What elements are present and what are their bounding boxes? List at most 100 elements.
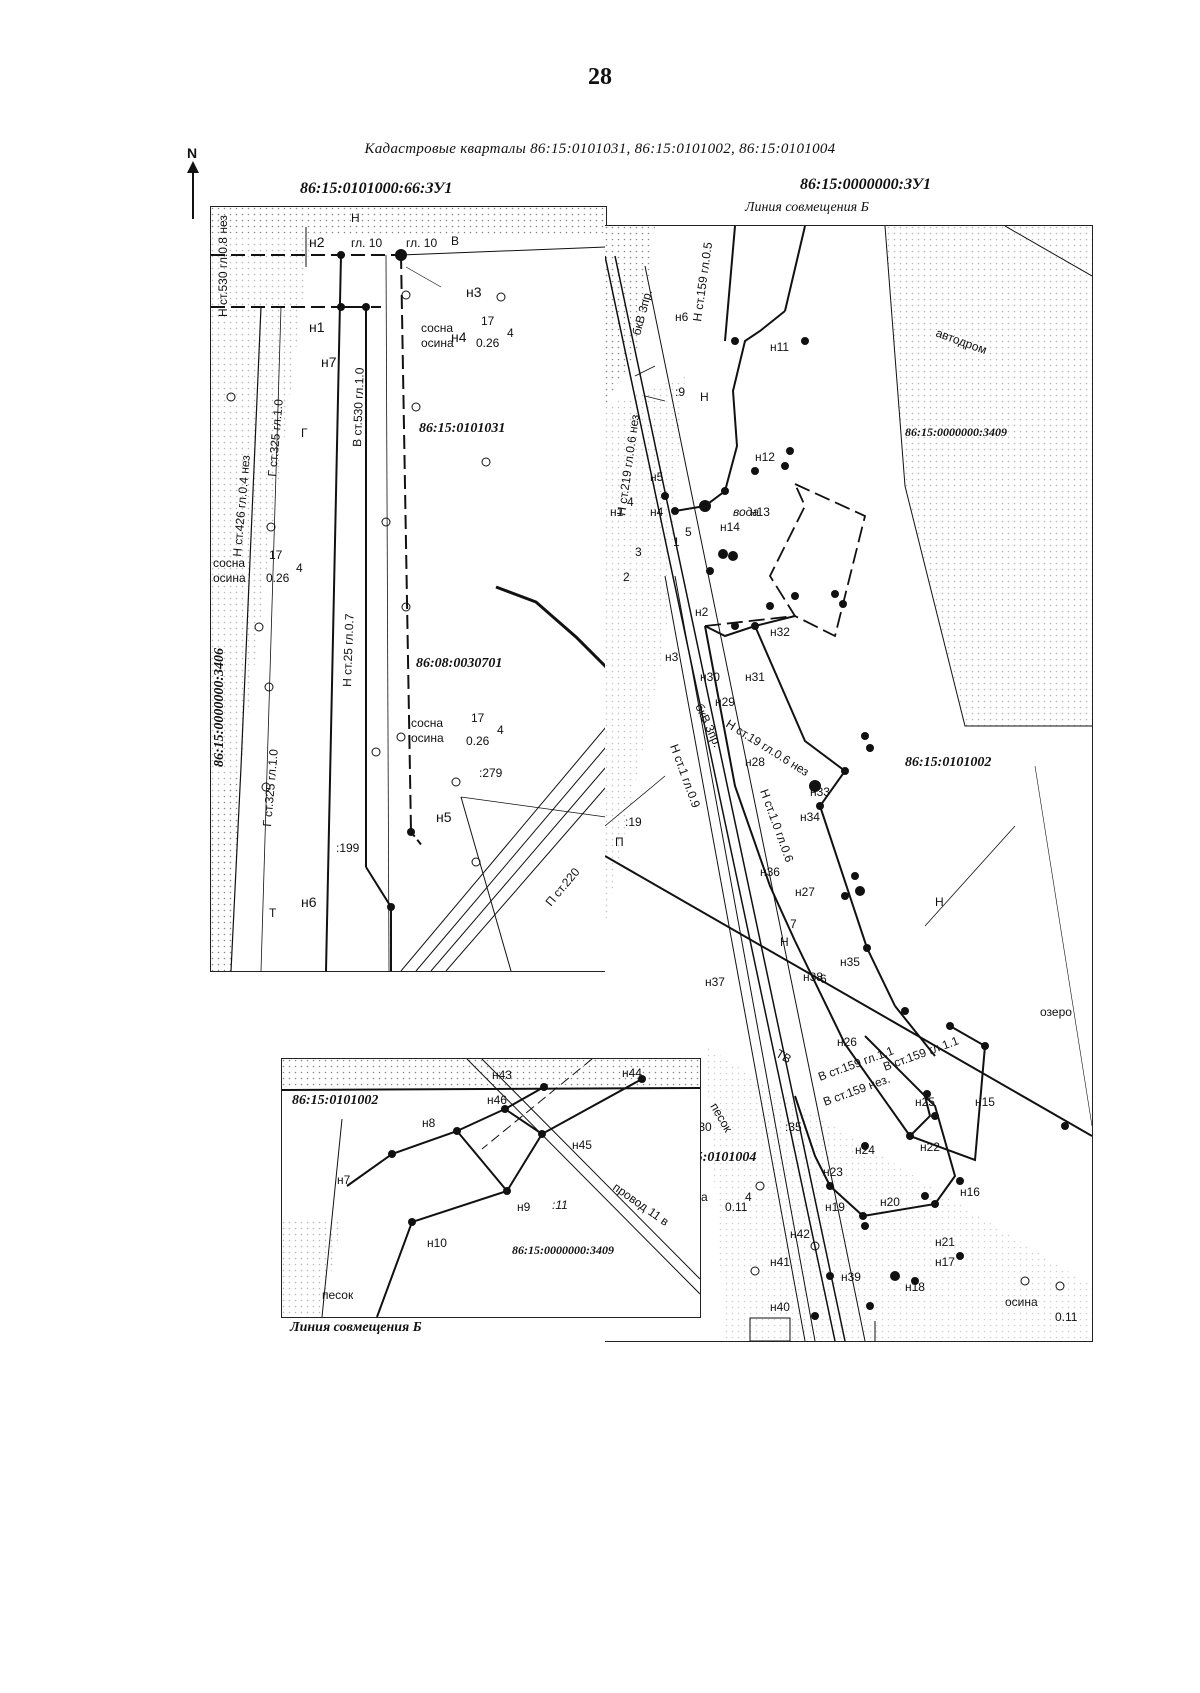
edge-label: Н ст.1.0 гл.0.6 xyxy=(757,787,796,864)
point-label: н3 xyxy=(665,650,679,664)
point-label: н27 xyxy=(795,885,815,899)
point-label: н18 xyxy=(905,1280,925,1294)
panel-right-title: 86:15:0000000:ЗУ1 xyxy=(800,176,932,193)
panel-left-map: 86:15:0101031 86:08:0030701 86:15:000000… xyxy=(211,207,606,971)
point-label: н1 xyxy=(309,319,325,335)
edge-label: ТВ xyxy=(774,1046,794,1066)
shaded-zone xyxy=(282,1059,700,1089)
node-number: 2 xyxy=(623,570,630,584)
edge-label: Г xyxy=(301,426,308,440)
point-label: н29 xyxy=(715,695,735,709)
edge-label: Т xyxy=(269,906,277,920)
tree-note: сосна xyxy=(421,321,453,335)
point-label: н46 xyxy=(487,1093,507,1107)
point-label: н23 xyxy=(823,1165,843,1179)
point-label: н5 xyxy=(650,470,664,484)
edge-label: :35 xyxy=(785,1120,802,1134)
tree-note: 4 xyxy=(745,1190,752,1204)
panel-inset: 86:15:0101002 86:15:0000000:3409 н7 н8 н… xyxy=(281,1058,701,1318)
panel-inset-map: 86:15:0101002 86:15:0000000:3409 н7 н8 н… xyxy=(282,1059,700,1317)
tree-note: осина xyxy=(421,336,454,350)
edge-label: Н xyxy=(935,895,944,909)
fraction-n: 4 xyxy=(296,561,303,575)
point-label: н37 xyxy=(705,975,725,989)
point-label: н4 xyxy=(451,329,467,345)
point-label: н41 xyxy=(770,1255,790,1269)
edge-label: Г ст.325 гл.1.0 xyxy=(260,748,281,827)
tree-note: 0.11 xyxy=(725,1200,748,1214)
point-label: н7 xyxy=(337,1173,351,1187)
point-label: н32 xyxy=(770,625,790,639)
edge-label: В ст.530 гл.1.0 xyxy=(350,367,367,447)
point-label: н30 xyxy=(700,670,720,684)
shaded-zone xyxy=(282,1219,342,1317)
point-label: н25 xyxy=(915,1095,935,1109)
shaded-zone xyxy=(885,226,1092,726)
fraction-n: 4 xyxy=(507,326,514,340)
parcel-86-15-0101002: 86:15:0101002 xyxy=(905,755,991,770)
area-label: вода xyxy=(733,505,759,519)
point-label: н19 xyxy=(825,1200,845,1214)
edge-label: Г ст.325 гл.1.0 xyxy=(265,398,286,477)
point-label: н13 xyxy=(750,505,770,519)
point-label: н9 xyxy=(517,1200,531,1214)
point-label: н31 xyxy=(745,670,765,684)
line-label-top: Линия совмещения Б xyxy=(745,200,869,215)
point-label: н11 xyxy=(770,340,789,354)
header-title: Кадастровые кварталы 86:15:0101031, 86:1… xyxy=(364,141,836,157)
edge-label: песок xyxy=(322,1288,354,1302)
point-label: н2 xyxy=(695,605,709,619)
parcel-86-15-0000000-3409: 86:15:0000000:3409 xyxy=(905,425,1007,439)
point-label: н8 xyxy=(422,1116,436,1130)
tree-note: осина xyxy=(1005,1295,1038,1309)
parcel-86-15-0101031: 86:15:0101031 xyxy=(419,421,505,436)
fraction-num: 17 xyxy=(481,314,495,328)
edge-label: П ст.220 xyxy=(543,865,583,909)
line-label-bottom: Линия совмещения Б xyxy=(290,1320,422,1335)
point-label: н33 xyxy=(810,785,830,799)
node-number: 3 xyxy=(635,545,642,559)
edge-label: Н xyxy=(780,935,789,949)
north-arrow: N xyxy=(183,145,203,221)
fraction-num: 17 xyxy=(471,711,485,725)
point-label: н14 xyxy=(720,520,740,534)
parcel-86-08-0030701: 86:08:0030701 xyxy=(416,656,502,671)
point-label: н12 xyxy=(755,450,775,464)
point-label: н21 xyxy=(935,1235,955,1249)
tree-note: сосна xyxy=(411,716,443,730)
panel-right-map: 86:15:0000000:3409 86:15:0101002 86:15:0… xyxy=(605,226,1092,1341)
north-arrow-stem xyxy=(192,165,194,219)
point-label: н45 xyxy=(572,1138,592,1152)
edge-label: :199 xyxy=(336,841,360,855)
edge-label: гл. 10 xyxy=(406,236,437,250)
fraction-den: 0.26 xyxy=(466,734,490,748)
edge-label: Н ст.159 гл.0.5 xyxy=(690,241,715,322)
point-label: н6 xyxy=(301,894,317,910)
fraction-den: 0.26 xyxy=(476,336,500,350)
point-label: н26 xyxy=(837,1035,857,1049)
shaded-zone xyxy=(605,376,685,926)
point-label: н40 xyxy=(770,1300,790,1314)
panel-left: 86:15:0101031 86:08:0030701 86:15:000000… xyxy=(210,206,607,972)
point-label: н15 xyxy=(975,1095,995,1109)
edge-label: Н xyxy=(351,211,360,225)
edge-label: В xyxy=(451,234,459,248)
point-label: н24 xyxy=(855,1143,875,1157)
point-label: н20 xyxy=(880,1195,900,1209)
shaded-zone xyxy=(211,207,606,237)
point-label: н43 xyxy=(492,1068,512,1082)
edge-label: :19 xyxy=(625,815,642,829)
point-label: н3 xyxy=(466,284,482,300)
edge-label: :11 xyxy=(552,1198,568,1212)
point-label: н38 xyxy=(803,970,823,984)
edge-label: :279 xyxy=(479,766,503,780)
edge-label: провод 11 в xyxy=(610,1180,671,1229)
area-label: озеро xyxy=(1040,1005,1072,1019)
fraction-n: 4 xyxy=(497,723,504,737)
point-label: н16 xyxy=(960,1185,980,1199)
panel-left-title: 86:15:0101000:66:ЗУ1 xyxy=(300,180,453,197)
point-label: н39 xyxy=(841,1270,861,1284)
parcel-86-15-0000000-3406: 86:15:0000000:3406 xyxy=(212,648,227,767)
tree-note: сосна xyxy=(213,556,245,570)
node-number: 5 xyxy=(685,525,692,539)
